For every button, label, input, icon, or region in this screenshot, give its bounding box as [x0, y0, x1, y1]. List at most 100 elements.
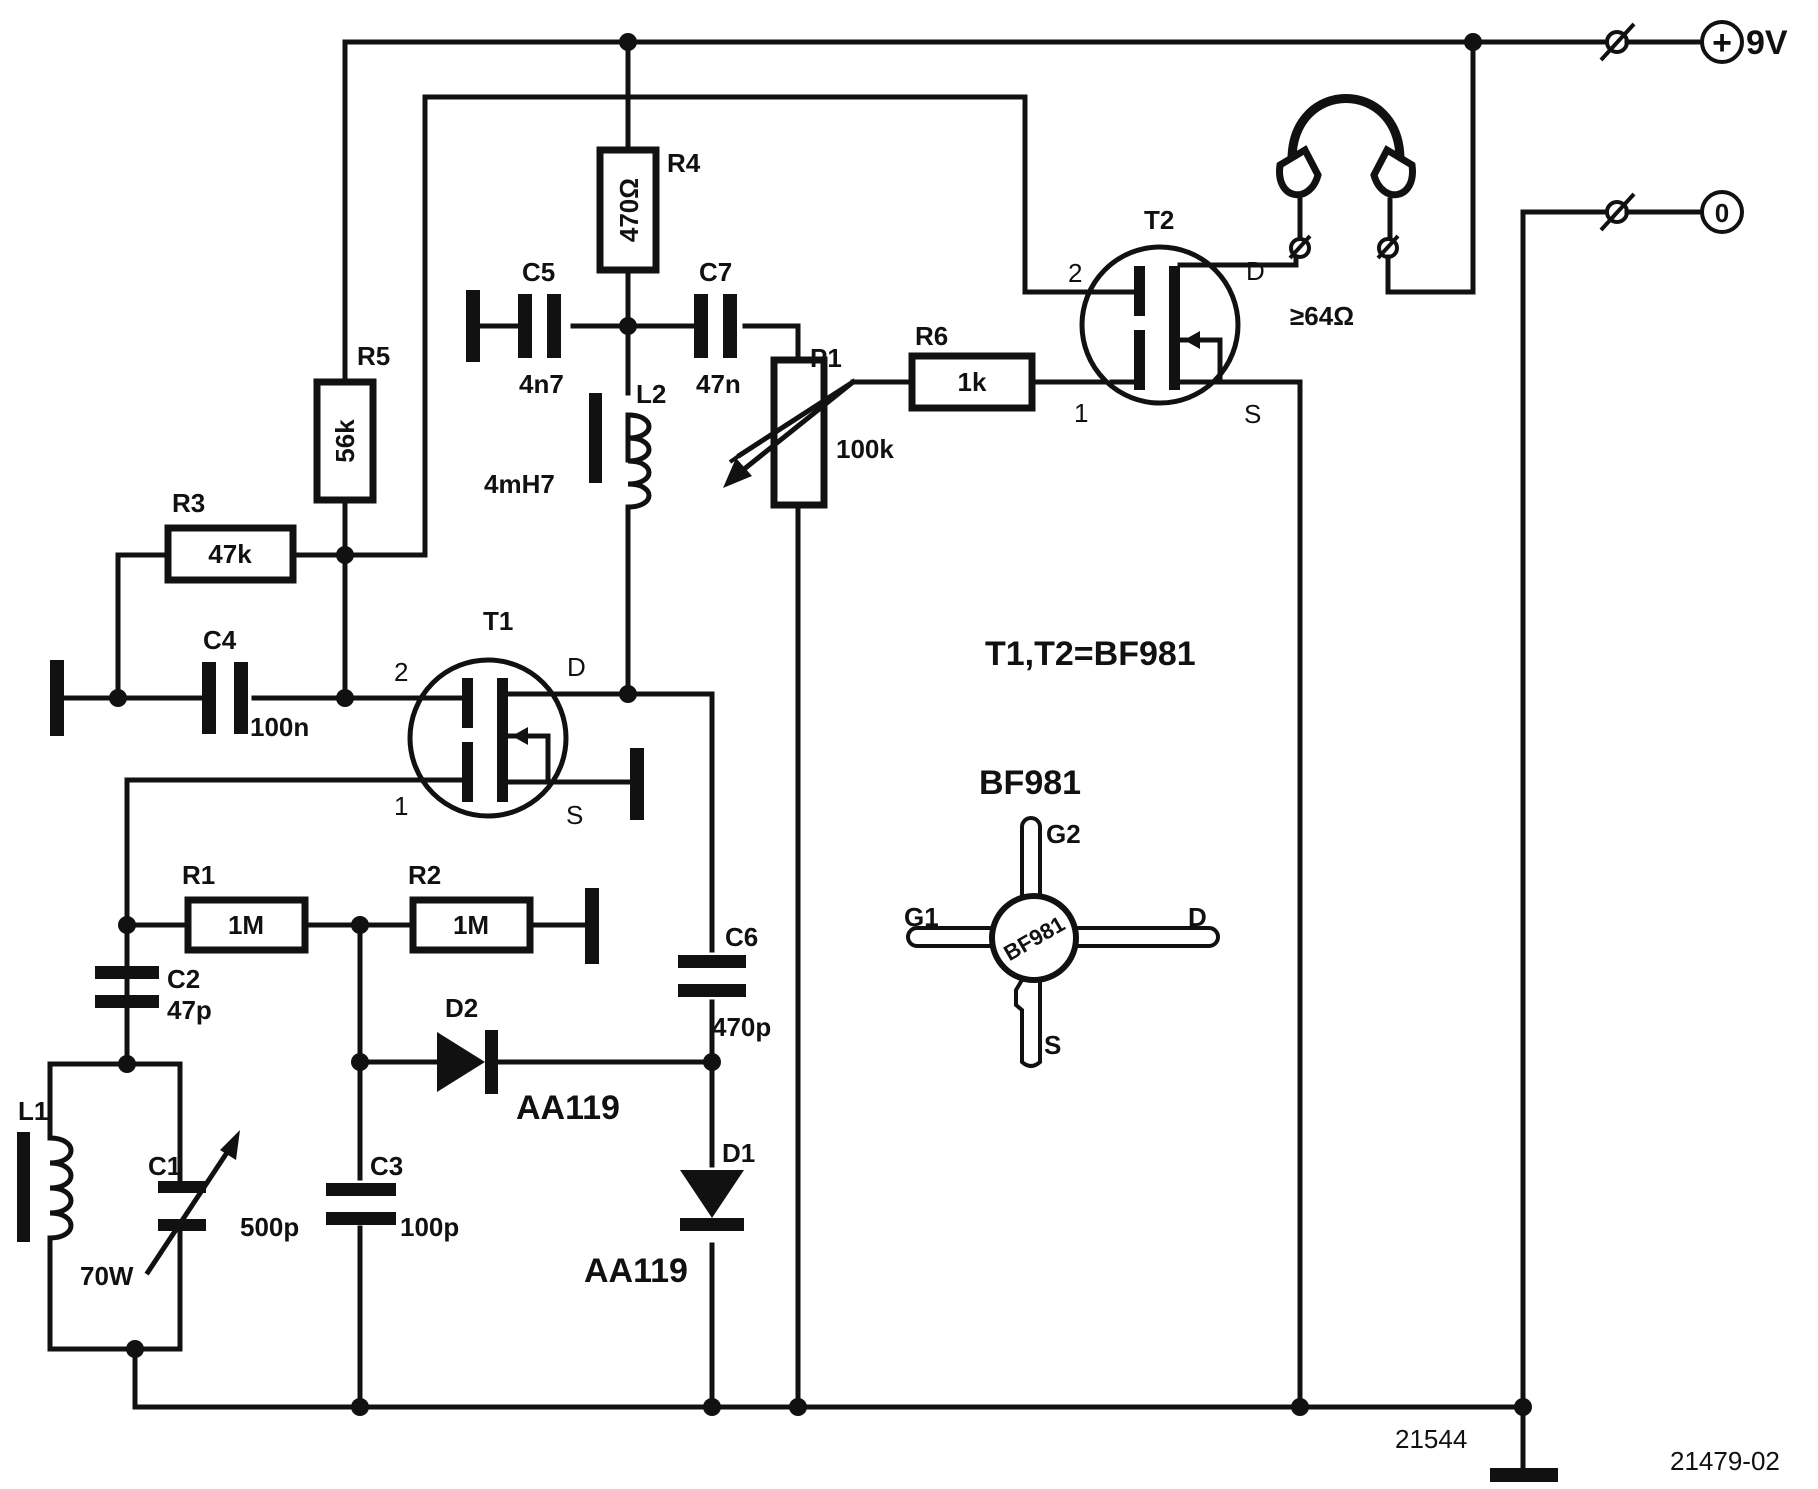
- supply-plus-symbol: +: [1712, 24, 1732, 62]
- l1-label: L1: [18, 1096, 48, 1126]
- capacitor-c3: C3 100p: [326, 1151, 459, 1242]
- wiring: [47, 39, 1705, 1471]
- junction-dot: [118, 1055, 136, 1073]
- c5-label: C5: [522, 257, 555, 287]
- junction-dot: [351, 916, 369, 934]
- pinout-g1: G1: [904, 902, 939, 932]
- r6-label: R6: [915, 321, 948, 351]
- t2-pin-2: 2: [1068, 258, 1082, 288]
- d2-label: D2: [445, 993, 478, 1023]
- r2-value: 1M: [453, 910, 489, 940]
- junction-dot: [703, 1398, 721, 1416]
- r6-value: 1k: [958, 367, 987, 397]
- figure-id-inner: 21544: [1395, 1424, 1467, 1454]
- junction-dot: [336, 689, 354, 707]
- resistor-r5: 56k R5: [313, 341, 390, 504]
- l1-core: [17, 1132, 30, 1242]
- junction-dot: [1464, 33, 1482, 51]
- junction-dot: [789, 1398, 807, 1416]
- diode-d1: D1 AA119: [584, 1138, 755, 1290]
- c4-value: 100n: [250, 712, 309, 742]
- c2-value: 47p: [167, 995, 212, 1025]
- c1-value: 500p: [240, 1212, 299, 1242]
- l2-label: L2: [636, 379, 666, 409]
- ground-bar: [1490, 1468, 1558, 1482]
- r1-value: 1M: [228, 910, 264, 940]
- junction-dot: [1291, 1398, 1309, 1416]
- transistor-t2: T2 2 1 D S: [1068, 205, 1265, 429]
- d2-value: AA119: [516, 1089, 620, 1127]
- l2-core: [589, 393, 602, 483]
- inductor-l2: L2 4mH7: [484, 379, 666, 555]
- t2-pin-s: S: [1244, 399, 1261, 429]
- t1-pin-d: D: [567, 652, 586, 682]
- t2-pin-d: D: [1246, 256, 1265, 286]
- r2-label: R2: [408, 860, 441, 890]
- bf981-pinout-diagram: BF981 BF981 G2 G1 D S: [904, 764, 1220, 1068]
- r4-label: R4: [667, 148, 701, 178]
- headphones-icon: ≥64Ω: [1276, 94, 1416, 331]
- resistor-r1: 1M R1: [182, 860, 309, 954]
- supply-voltage: 9V: [1746, 24, 1788, 62]
- ground-bars: [50, 290, 1558, 1482]
- pinout-title: BF981: [979, 764, 1081, 802]
- pinout-d: D: [1188, 902, 1207, 932]
- junction-dot: [351, 1053, 369, 1071]
- inductor-l1: L1 70W: [17, 1096, 134, 1291]
- l2-value: 4mH7: [484, 469, 555, 499]
- junction-dot: [619, 317, 637, 335]
- c6-label: C6: [725, 922, 758, 952]
- p1-label: P1: [810, 343, 842, 373]
- capacitor-c7: C7 47n: [694, 257, 741, 399]
- supply-ground-symbol: 0: [1715, 198, 1729, 228]
- junction-dot: [1514, 1398, 1532, 1416]
- t2-pin-1: 1: [1074, 398, 1088, 428]
- t1-source-arrow: [512, 727, 528, 745]
- r4-value: 470Ω: [614, 178, 644, 242]
- d1-value: AA119: [584, 1252, 688, 1290]
- ground-bar: [585, 888, 599, 964]
- t2-source-arrow: [1184, 331, 1200, 349]
- c2-label: C2: [167, 964, 200, 994]
- junction-dot: [619, 33, 637, 51]
- potentiometer-p1: P1 100k: [723, 343, 894, 509]
- t2-label: T2: [1144, 205, 1174, 235]
- resistor-r2: 1M R2: [408, 860, 534, 954]
- capacitor-c2: C2 47p: [95, 964, 212, 1025]
- l1-value: 70W: [80, 1261, 134, 1291]
- c7-value: 47n: [696, 369, 741, 399]
- figure-id-outer: 21479-02: [1670, 1446, 1780, 1476]
- t1-pin-2: 2: [394, 657, 408, 687]
- pinout-g2: G2: [1046, 819, 1081, 849]
- capacitor-c1-variable: C1 500p: [144, 1130, 299, 1276]
- junction-dot: [118, 916, 136, 934]
- diode-d2: D2 AA119: [437, 993, 620, 1127]
- capacitor-c4: C4 100n: [202, 625, 309, 742]
- c5-value: 4n7: [519, 369, 564, 399]
- resistor-r4: 470Ω R4: [596, 146, 701, 274]
- junction-dot: [703, 1053, 721, 1071]
- c1-label: C1: [148, 1151, 181, 1181]
- c3-label: C3: [370, 1151, 403, 1181]
- c3-value: 100p: [400, 1212, 459, 1242]
- d1-label: D1: [722, 1138, 755, 1168]
- t1-pin-s: S: [566, 800, 583, 830]
- c7-label: C7: [699, 257, 732, 287]
- transistor-type-note: T1,T2=BF981: [985, 635, 1196, 673]
- r3-label: R3: [172, 488, 205, 518]
- junction-dot: [336, 546, 354, 564]
- capacitor-c6: C6 470p: [678, 922, 771, 1042]
- junction-dot: [619, 685, 637, 703]
- t1-label: T1: [483, 606, 513, 636]
- junction-dots: [109, 33, 1532, 1416]
- resistor-r3: 47k R3: [164, 488, 297, 584]
- c6-value: 470p: [712, 1012, 771, 1042]
- pinout-s: S: [1044, 1030, 1061, 1060]
- supply-positive-terminal: + 9V: [1599, 20, 1788, 64]
- supply-ground-terminal: 0: [1599, 190, 1744, 234]
- junction-dot: [109, 689, 127, 707]
- r1-label: R1: [182, 860, 215, 890]
- r5-label: R5: [357, 341, 390, 371]
- resistor-r6: 1k R6: [908, 321, 1036, 412]
